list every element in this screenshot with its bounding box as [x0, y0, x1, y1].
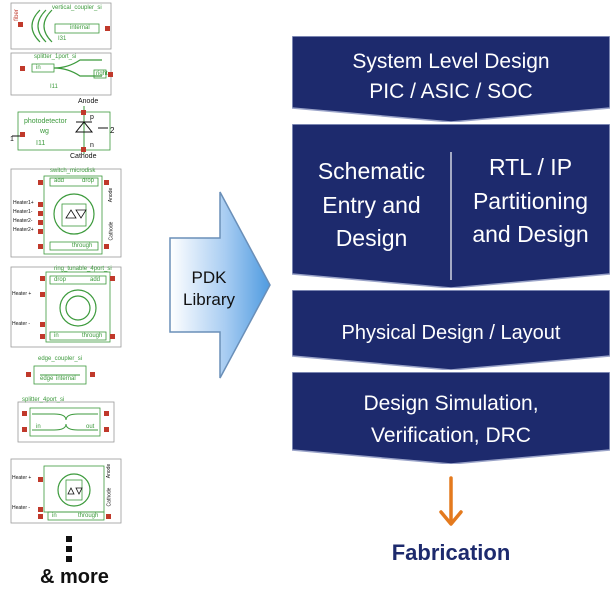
flow-step-physical-design-shape — [292, 290, 610, 370]
cell-port-label: add — [54, 178, 65, 184]
cell-port-label: in — [54, 333, 59, 339]
cell-instance-label: I11 — [50, 84, 58, 90]
dot — [66, 556, 72, 562]
pdk-cell-photodetector: photodetector Anode Cathode wg p n 1 2 I… — [10, 98, 122, 162]
heater-label: Heater - — [12, 505, 31, 511]
step-subtitle: PIC / ASIC / SOC — [369, 80, 533, 103]
dot — [66, 546, 72, 552]
flow-step-system-design-shape — [292, 36, 610, 122]
pdk-cell-edge-coupler: edge_coupler_si edge internal — [10, 352, 122, 392]
step-line: Design — [335, 225, 408, 251]
flow-step-schematic-entry: Schematic Entry and Design — [292, 124, 451, 288]
heater-label: Heater - — [12, 321, 31, 327]
cathode-label: Cathode — [108, 221, 115, 241]
cell-port-label: in — [36, 424, 41, 430]
step-title: System Level Design — [352, 50, 550, 73]
cell-name: ring_tunable_4port_si — [54, 266, 112, 272]
cell-port-label: 2 — [110, 126, 115, 135]
cell-name: vertical_coupler_si — [52, 5, 102, 11]
flow-step-simulation-shape — [292, 372, 610, 464]
cell-port-label: through — [72, 243, 93, 249]
cell-port-label: in — [52, 513, 57, 519]
cell-port-label: edge — [40, 376, 54, 382]
cell-name: splitter_4port_si — [22, 397, 65, 403]
cell-port-label: through — [78, 513, 99, 519]
dot — [66, 536, 72, 542]
flow-step-physical-design: Physical Design / Layout — [292, 290, 610, 370]
step-line: Entry and — [322, 192, 421, 218]
flow-step-rtl-partitioning: RTL / IP Partitioning and Design — [451, 124, 610, 288]
fabrication-label: Fabrication — [391, 540, 511, 565]
cell-port-label: internal — [70, 25, 90, 31]
cell-port-label: 1 — [10, 136, 14, 143]
step-title: Physical Design / Layout — [341, 322, 561, 344]
cell-port-label: through — [82, 333, 103, 339]
step-line: Schematic — [317, 158, 426, 184]
cell-port-label: out — [86, 424, 95, 430]
cathode-label: Cathode — [70, 153, 97, 160]
cell-instance-label: I11 — [36, 140, 46, 147]
flow-step-simulation: Design Simulation, Verification, DRC — [292, 372, 610, 464]
pdk-library-arrow — [169, 191, 271, 379]
flow-step-system-design: System Level Design PIC / ASIC / SOC — [292, 36, 610, 122]
step-line: Partitioning — [472, 188, 589, 214]
cathode-label: Cathode — [106, 487, 113, 507]
cell-port-label: right — [96, 71, 108, 77]
cell-port-label: wg — [40, 128, 49, 135]
more-label: & more — [40, 566, 109, 588]
cell-name: splitter_1port_si — [34, 54, 77, 60]
fabrication-arrow — [439, 476, 463, 526]
pdk-cell-splitter: splitter_1port_si in right I11 — [10, 52, 122, 96]
cell-port-label: internal — [56, 376, 76, 382]
flow-step-entry-shape — [292, 124, 610, 288]
heater-label: Heater2+ — [13, 227, 34, 233]
cell-name: switch_microdisk — [50, 168, 96, 174]
pdk-label-line1: PDK — [191, 268, 227, 287]
anode-label: Anode — [108, 187, 115, 203]
heater-label: Heater + — [12, 475, 32, 481]
step-subtitle: Verification, DRC — [371, 424, 531, 447]
pdk-label-line2: Library — [183, 290, 235, 309]
heater-label: Heater1- — [13, 209, 33, 215]
more-dots — [66, 536, 74, 566]
step-title: Design Simulation, — [363, 392, 539, 415]
pdk-cell-vertical-coupler: vertical_coupler_si internal fiber I31 — [10, 2, 122, 50]
heater-label: Heater2- — [13, 218, 33, 224]
heater-label: Heater + — [12, 291, 32, 297]
anode-label: Anode — [78, 98, 99, 105]
cell-port-label: fiber — [13, 9, 20, 21]
cell-port-label: in — [36, 65, 41, 71]
anode-label: Anode — [106, 463, 113, 479]
heater-label: Heater1+ — [13, 200, 34, 206]
step-line: and Design — [472, 221, 589, 247]
pdk-cell-switch-microdisk: switch_microdisk add drop through Heater… — [10, 168, 122, 258]
cell-port-label: drop — [82, 178, 95, 184]
pdk-cell-ring-modulator: Heater + Heater - Anode Cathode in throu… — [10, 458, 122, 524]
cell-port-label: p — [90, 114, 94, 121]
cell-instance-label: I31 — [58, 36, 67, 42]
step-line: RTL / IP — [488, 154, 573, 180]
cell-name: photodetector — [24, 118, 67, 125]
cell-port-label: drop — [54, 277, 67, 283]
pdk-cell-ring-tunable: ring_tunable_4port_si drop add in throug… — [10, 266, 122, 348]
cell-name: edge_coupler_si — [38, 356, 83, 362]
pdk-cell-splitter-4port: splitter_4port_si in out — [10, 396, 122, 448]
cell-port-label: n — [90, 142, 94, 149]
cell-port-label: add — [90, 277, 101, 283]
